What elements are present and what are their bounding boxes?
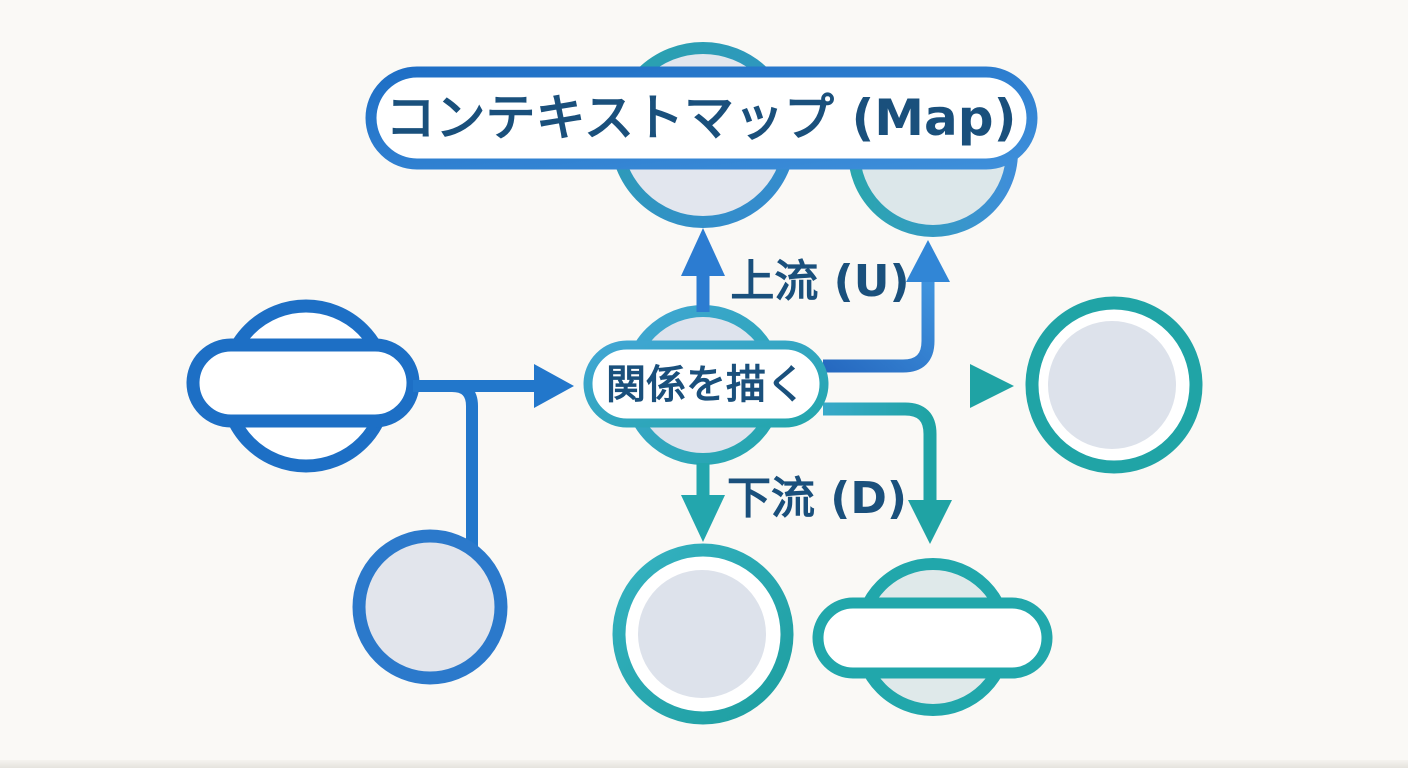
context-node-bottom-left <box>352 529 508 685</box>
context-node-bottom-right-pill <box>812 597 1053 679</box>
relationship-label: 関係を描く <box>606 362 806 408</box>
branch-left-down-line <box>451 380 478 550</box>
downstream-label: 下流 (D) <box>727 473 907 524</box>
bottom-edge-shadow <box>0 760 1408 768</box>
arrow-up-center-head <box>681 228 725 276</box>
arrow-up-right-elbow <box>823 280 935 373</box>
upstream-label: 上流 (U) <box>730 256 909 307</box>
arrow-left-to-center-head <box>534 364 574 408</box>
arrow-right-head <box>970 364 1014 408</box>
arrow-down-right-head <box>908 500 952 544</box>
arrow-down-right-elbow <box>823 402 937 500</box>
context-node-right-fill <box>1048 321 1176 449</box>
relationship-pill <box>583 340 829 428</box>
arrow-down-center-head <box>681 495 725 542</box>
arrow-up-right-head <box>906 240 950 282</box>
diagram-title: コンテキストマップ (Map) <box>386 89 1017 147</box>
context-node-bottom-center-fill <box>638 570 766 698</box>
map-title-pill <box>365 66 1038 170</box>
context-node-left-pill <box>186 338 420 428</box>
